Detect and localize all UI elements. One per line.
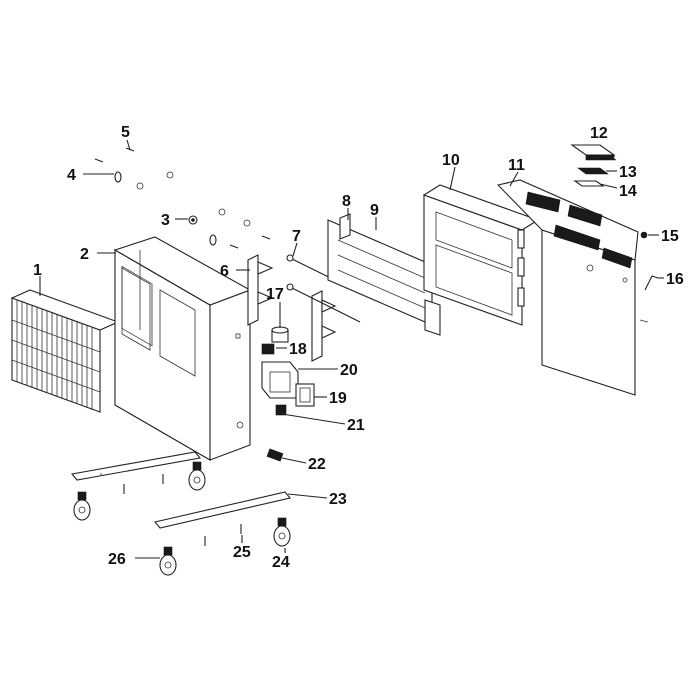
part-25-bolts xyxy=(123,474,242,546)
callout-22: 22 xyxy=(308,456,326,473)
part-4-handle xyxy=(94,147,271,249)
part-8-9-frame xyxy=(327,213,441,336)
part-12-14-plates xyxy=(570,144,616,187)
callout-9: 9 xyxy=(370,202,379,219)
callout-23: 23 xyxy=(329,491,347,508)
callout-7: 7 xyxy=(292,228,301,245)
part-16-hook xyxy=(644,275,659,291)
part-24-26-casters xyxy=(73,461,291,576)
callout-25: 25 xyxy=(233,544,251,561)
callout-26: 26 xyxy=(108,551,126,568)
part-15-screw xyxy=(640,231,648,239)
part-23-base-rails xyxy=(70,451,291,529)
callout-16: 16 xyxy=(666,271,684,288)
part-10-frame xyxy=(422,184,540,326)
callout-3: 3 xyxy=(161,212,170,229)
callout-11: 11 xyxy=(508,157,525,174)
part-20-control-box xyxy=(261,361,299,399)
callout-10: 10 xyxy=(442,152,460,169)
callout-18: 18 xyxy=(289,341,307,358)
part-19-valve xyxy=(295,383,315,407)
callout-19: 19 xyxy=(329,390,347,407)
callout-17: 17 xyxy=(266,286,284,303)
leader-lines xyxy=(39,139,664,559)
part-2-cabinet xyxy=(113,236,252,461)
callout-24: 24 xyxy=(272,554,290,571)
part-17-knob xyxy=(271,326,289,343)
callout-labels: 1 2 3 4 5 6 7 8 9 10 11 12 13 14 15 16 1… xyxy=(33,124,684,571)
callout-15: 15 xyxy=(661,228,679,245)
part-18-switch xyxy=(261,343,275,355)
part-21-igniter xyxy=(275,404,287,416)
part-22-connector xyxy=(266,448,284,462)
part-6-brackets xyxy=(247,254,337,362)
callout-21: 21 xyxy=(347,417,365,434)
callout-5: 5 xyxy=(121,124,130,141)
callout-13: 13 xyxy=(619,164,637,181)
callout-1: 1 xyxy=(33,262,42,279)
callout-8: 8 xyxy=(342,193,351,210)
callout-12: 12 xyxy=(590,125,608,142)
callout-20: 20 xyxy=(340,362,358,379)
callout-6: 6 xyxy=(220,263,229,280)
part-1-grille xyxy=(10,289,120,413)
callout-4: 4 xyxy=(67,167,76,184)
callout-14: 14 xyxy=(619,183,637,200)
callout-2: 2 xyxy=(80,246,89,263)
part-11-back-panel xyxy=(496,179,649,396)
